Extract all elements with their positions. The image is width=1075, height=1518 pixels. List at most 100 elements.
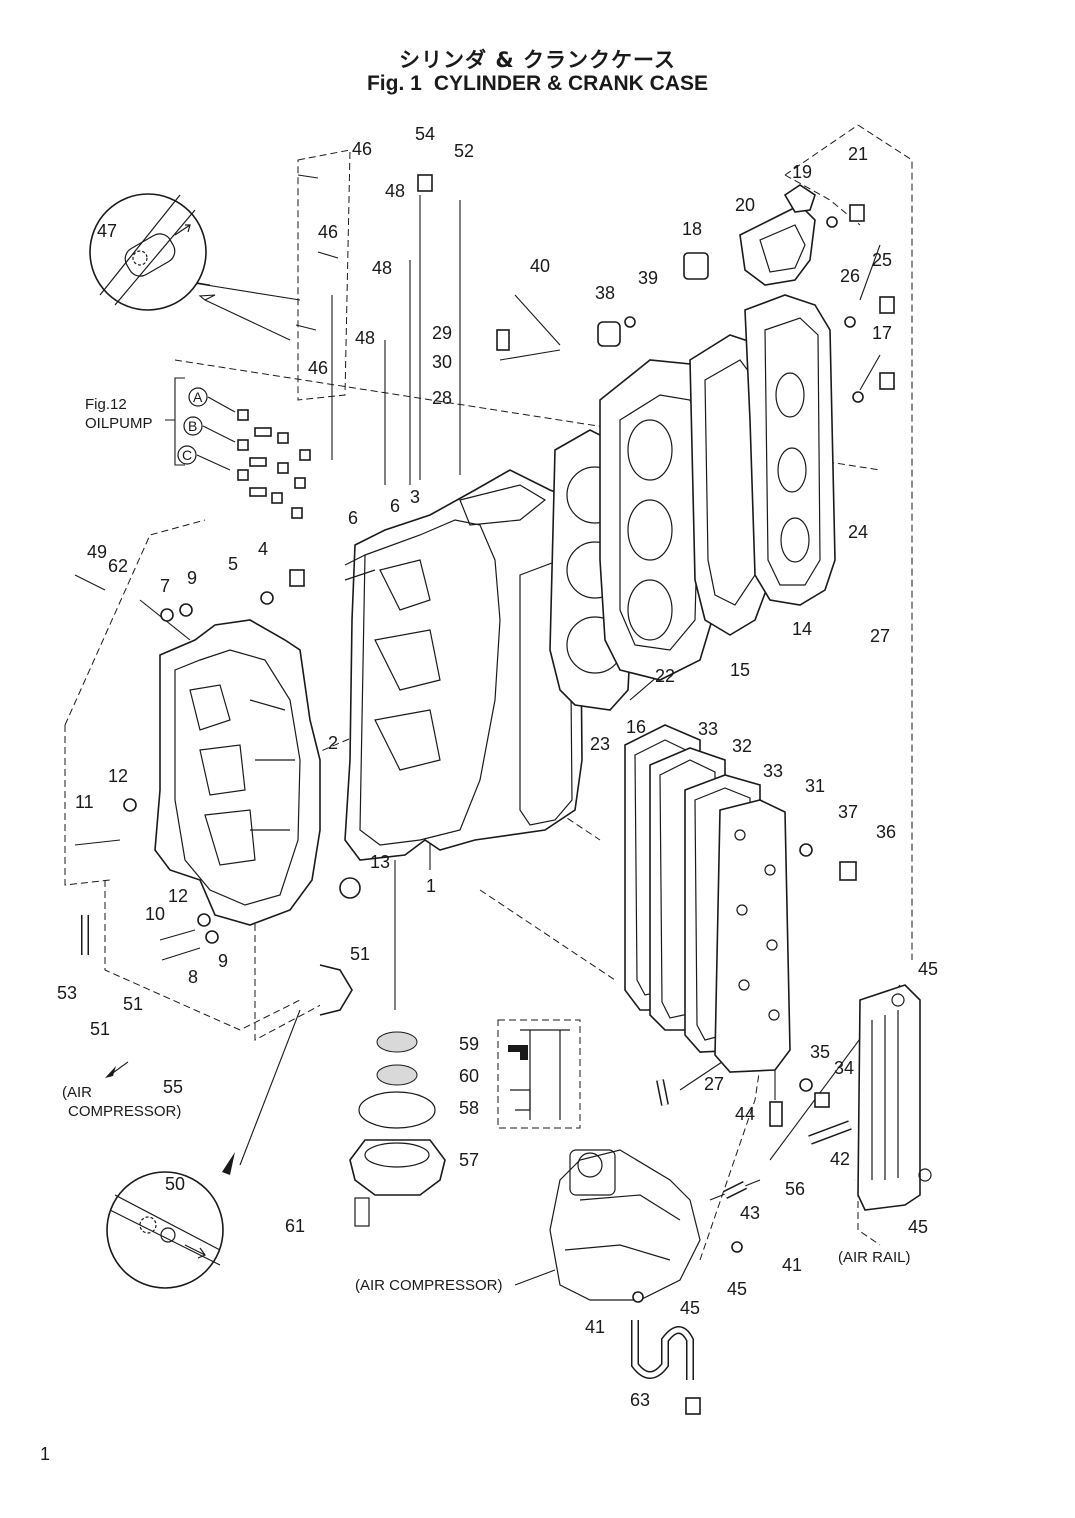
air-compressor-note-bottom: (AIR COMPRESSOR): [355, 1277, 503, 1294]
air-rail: [857, 984, 932, 1211]
callout-36: 36: [876, 822, 896, 842]
callout-45: 45: [727, 1279, 747, 1299]
page-number: 1: [40, 1444, 51, 1464]
callout-39: 39: [638, 268, 658, 288]
callout-29: 29: [432, 323, 452, 343]
callout-7: 7: [160, 576, 170, 596]
seal-section-detail: [497, 1019, 581, 1129]
callout-42: 42: [830, 1149, 850, 1169]
circle-label-a: A: [193, 389, 203, 405]
callout-30: 30: [432, 352, 452, 372]
air-compressor-note-line1: (AIR: [62, 1084, 92, 1101]
callout-51: 51: [123, 994, 143, 1014]
callout-32: 32: [732, 736, 752, 756]
callout-6: 6: [348, 508, 358, 528]
callout-21: 21: [848, 144, 868, 164]
callout-51: 51: [90, 1019, 110, 1039]
diagram-title-japanese: シリンダ & クランクケース: [399, 48, 676, 72]
callout-18: 18: [682, 219, 702, 239]
callout-37: 37: [838, 802, 858, 822]
callout-47: 47: [97, 221, 117, 241]
circle-label-b: B: [188, 418, 197, 434]
callout-25: 25: [872, 250, 892, 270]
callout-15: 15: [730, 660, 750, 680]
callout-6: 6: [390, 496, 400, 516]
callout-31: 31: [805, 776, 825, 796]
air-compressor: [549, 1149, 701, 1301]
thermostat-cover: [739, 184, 816, 286]
callout-33: 33: [698, 719, 718, 739]
hoses: [81, 915, 857, 1380]
callout-46: 46: [352, 139, 372, 159]
callout-9: 9: [187, 568, 197, 588]
callout-2: 2: [328, 733, 338, 753]
callout-23: 23: [590, 734, 610, 754]
callout-17: 17: [872, 323, 892, 343]
callout-12: 12: [168, 886, 188, 906]
detail-circle-47: [89, 193, 291, 341]
callout-49: 49: [87, 542, 107, 562]
callout-8: 8: [188, 967, 198, 987]
callout-48: 48: [372, 258, 392, 278]
diagram-title-english: Fig. 1 CYLINDER & CRANK CASE: [0, 72, 1075, 96]
callout-61: 61: [285, 1216, 305, 1236]
callout-40: 40: [530, 256, 550, 276]
callout-35: 35: [810, 1042, 830, 1062]
callout-10: 10: [145, 904, 165, 924]
callout-28: 28: [432, 388, 452, 408]
callout-27: 27: [704, 1074, 724, 1094]
callout-45: 45: [680, 1298, 700, 1318]
callout-4: 4: [258, 539, 268, 559]
callout-labels: 46 54 52 48 46 48 48 46 47 40 18 19 21 2…: [57, 124, 938, 1410]
callout-45: 45: [908, 1217, 928, 1237]
circle-label-c: C: [182, 447, 192, 463]
callout-12: 12: [108, 766, 128, 786]
callout-50: 50: [165, 1174, 185, 1194]
callout-5: 5: [228, 554, 238, 574]
callout-60: 60: [459, 1066, 479, 1086]
callout-58: 58: [459, 1098, 479, 1118]
callout-16: 16: [626, 717, 646, 737]
callout-44: 44: [735, 1104, 755, 1124]
cylinder-block: [344, 469, 583, 861]
lower-seal-stack: [349, 1031, 446, 1227]
callout-19: 19: [792, 162, 812, 182]
callout-1: 1: [426, 876, 436, 896]
air-compressor-note-line2: COMPRESSOR): [68, 1103, 181, 1120]
head-cover: [744, 294, 836, 606]
callout-22: 22: [655, 666, 675, 686]
oilpump-fittings: [237, 409, 311, 519]
callout-48: 48: [355, 328, 375, 348]
callout-46: 46: [308, 358, 328, 378]
air-rail-note: (AIR RAIL): [838, 1249, 911, 1266]
figure-caption: CYLINDER & CRANK CASE: [433, 72, 709, 95]
fasteners: [74, 174, 895, 1415]
callout-33: 33: [763, 761, 783, 781]
callout-59: 59: [459, 1034, 479, 1054]
callout-26: 26: [840, 266, 860, 286]
callout-20: 20: [735, 195, 755, 215]
callout-13: 13: [370, 852, 390, 872]
callout-48: 48: [385, 181, 405, 201]
callout-52: 52: [454, 141, 474, 161]
oilpump-reference: OILPUMP: [85, 415, 153, 432]
crankcase-left-half: [154, 619, 321, 926]
figure-number: Fig. 1: [366, 72, 422, 95]
callout-62: 62: [108, 556, 128, 576]
callout-11: 11: [75, 792, 94, 812]
callout-41: 41: [782, 1255, 802, 1275]
detail-circle-50: [106, 1152, 235, 1289]
callout-57: 57: [459, 1150, 479, 1170]
callout-54: 54: [415, 124, 435, 144]
callout-24: 24: [848, 522, 868, 542]
callout-53: 53: [57, 983, 77, 1003]
callout-45: 45: [918, 959, 938, 979]
callout-3: 3: [410, 487, 420, 507]
callout-51: 51: [350, 944, 370, 964]
callout-41: 41: [585, 1317, 605, 1337]
callout-14: 14: [792, 619, 812, 639]
callout-63: 63: [630, 1390, 650, 1410]
side-notes: Fig.12 OILPUMP A B C (AIR COMPRESSOR) (A…: [62, 377, 911, 1294]
callout-38: 38: [595, 283, 615, 303]
